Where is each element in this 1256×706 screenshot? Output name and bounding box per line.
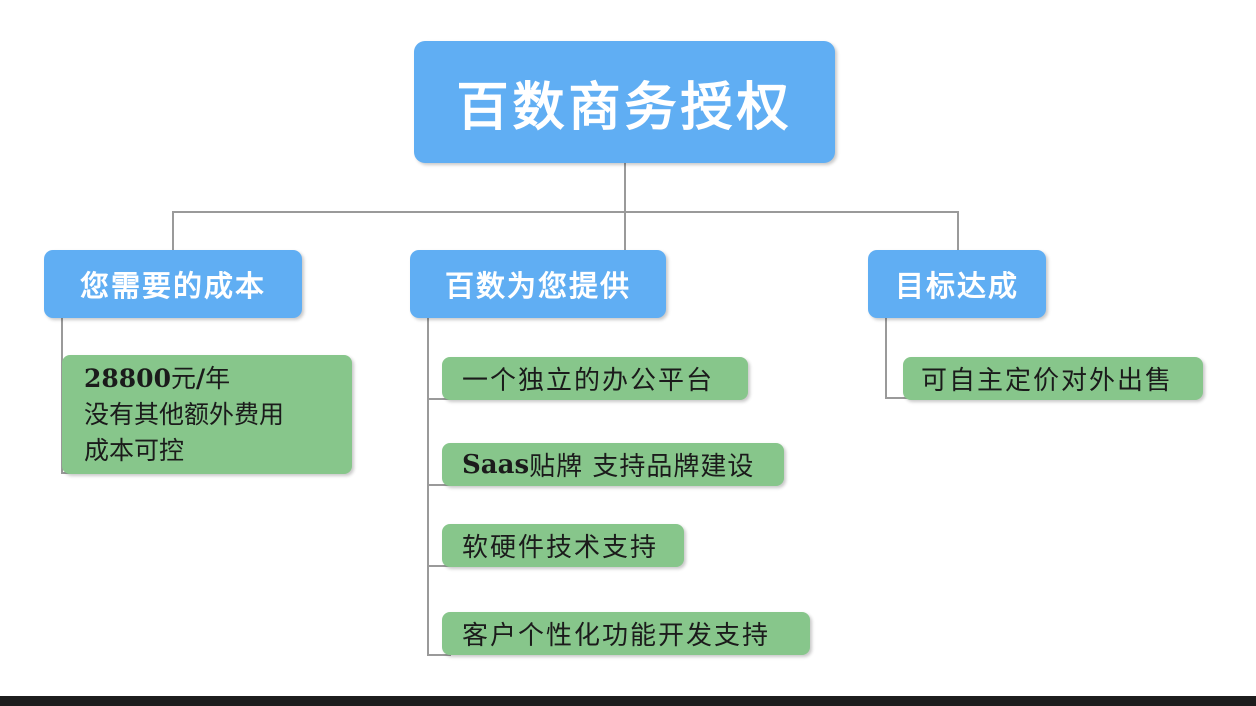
connector-drop-cost (172, 211, 174, 252)
bottom-bar (0, 696, 1256, 706)
leaf-node-independent-platform-label: 一个独立的办公平台 (462, 366, 715, 396)
connector-provide-stub-1 (427, 398, 451, 400)
leaf-node-self-pricing-resale[interactable]: 可自主定价对外出售 (903, 357, 1203, 400)
leaf-node-saas-branding-label: 贴牌 支持品牌建设 (529, 452, 755, 482)
connector-drop-provide (624, 211, 626, 252)
connector-goal-spine (885, 318, 887, 399)
leaf-node-independent-platform[interactable]: 一个独立的办公平台 (442, 357, 748, 400)
leaf-node-custom-development-support[interactable]: 客户个性化功能开发支持 (442, 612, 810, 655)
connector-provide-stub-2 (427, 484, 451, 486)
root-node-label: 百数商务授权 (456, 76, 793, 138)
leaf-node-cost-detail[interactable]: 28800元/年 没有其他额外费用 成本可控 (62, 355, 352, 474)
leaf-node-hardware-software-support[interactable]: 软硬件技术支持 (442, 524, 684, 567)
connector-drop-goal (957, 211, 959, 252)
leaf-cost-price-period: 年 (205, 364, 231, 393)
branch-node-goal[interactable]: 目标达成 (868, 250, 1046, 318)
leaf-node-hardware-software-support-label: 软硬件技术支持 (462, 533, 659, 563)
connector-provide-stub-4 (427, 654, 451, 656)
branch-node-provide[interactable]: 百数为您提供 (410, 250, 666, 318)
connector-goal-stub (885, 397, 911, 399)
leaf-node-saas-prefix: Saas (462, 449, 530, 480)
leaf-cost-line-no-extra-fee: 没有其他额外费用 (84, 400, 285, 429)
connector-branch-bus (172, 211, 959, 213)
branch-node-cost[interactable]: 您需要的成本 (44, 250, 302, 318)
branch-node-provide-label: 百数为您提供 (444, 269, 631, 303)
root-node-business-authorization[interactable]: 百数商务授权 (414, 41, 835, 163)
leaf-node-self-pricing-resale-label: 可自主定价对外出售 (921, 366, 1174, 396)
leaf-cost-price-unit: 元 (170, 364, 196, 393)
leaf-cost-line-price: 28800元/年 (84, 361, 352, 397)
branch-node-cost-label: 您需要的成本 (79, 269, 266, 303)
leaf-cost-price-value: 28800 (84, 364, 171, 393)
connector-provide-stub-3 (427, 565, 451, 567)
connector-root-stem (624, 163, 626, 213)
connector-provide-spine (427, 318, 429, 656)
branch-node-goal-label: 目标达成 (894, 269, 1019, 303)
leaf-cost-line-controllable: 成本可控 (84, 436, 185, 465)
leaf-node-custom-development-support-label: 客户个性化功能开发支持 (462, 621, 771, 651)
leaf-cost-price-slash: / (196, 364, 206, 393)
